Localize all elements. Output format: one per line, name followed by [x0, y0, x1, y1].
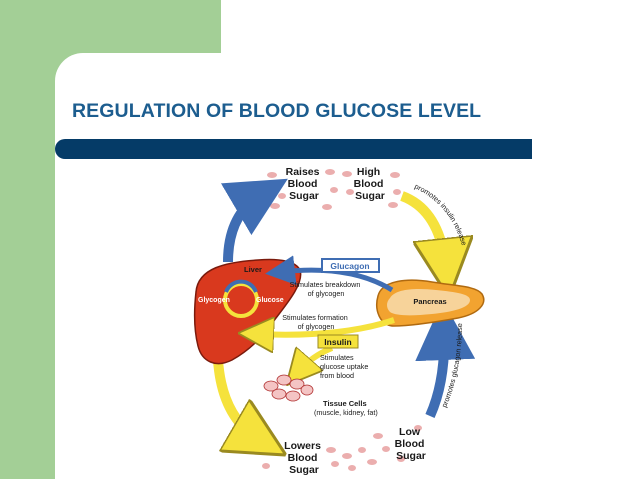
- yellow-arrow-high-to-pancreas: [400, 191, 446, 268]
- insulin-label: Insulin: [324, 337, 351, 347]
- cycle-blue-arc: [224, 279, 258, 293]
- glucose-label: Glucose: [256, 297, 284, 304]
- blood-cells-top-right: [342, 171, 401, 208]
- yellow-arrow-liver-to-lowers: [213, 359, 260, 440]
- title-underline-bar: [55, 139, 532, 159]
- liver-shape: [193, 258, 302, 365]
- slide-title: REGULATION OF BLOOD GLUCOSE LEVEL: [72, 100, 482, 122]
- glycogen-label: Glycogen: [198, 297, 230, 304]
- stimulates-breakdown-label: Stimulates breakdown of glycogen: [290, 280, 363, 298]
- low-blood-sugar-label: Low Blood Sugar: [395, 426, 428, 462]
- blue-arrow-low-to-pancreas: [415, 300, 476, 419]
- glucagon-box: [321, 258, 380, 273]
- pancreas-inner: [387, 288, 470, 316]
- blue-arrow-liver-to-raises: [220, 178, 288, 263]
- glucagon-label: Glucagon: [330, 261, 369, 271]
- stimulates-formation-label: Stimulates formation of glycogen: [282, 313, 350, 331]
- pancreas-label: Pancreas: [413, 297, 446, 306]
- raises-blood-sugar-label: Raises Blood Sugar: [286, 166, 323, 202]
- lowers-blood-sugar-label: Lowers Blood Sugar: [284, 440, 324, 476]
- tissue-cells-label: Tissue Cells (muscle, kidney, fat): [314, 393, 378, 417]
- insulin-arrow-to-tissue: [298, 345, 334, 372]
- liver-label: Liver: [244, 265, 262, 274]
- insulin-box: [317, 334, 359, 349]
- insulin-arrow-to-liver: [256, 320, 395, 335]
- stimulates-uptake-label: Stimulates glucose uptake from blood: [320, 353, 370, 380]
- tissue-cells: [263, 374, 314, 402]
- high-blood-sugar-label: High Blood Sugar: [354, 166, 387, 202]
